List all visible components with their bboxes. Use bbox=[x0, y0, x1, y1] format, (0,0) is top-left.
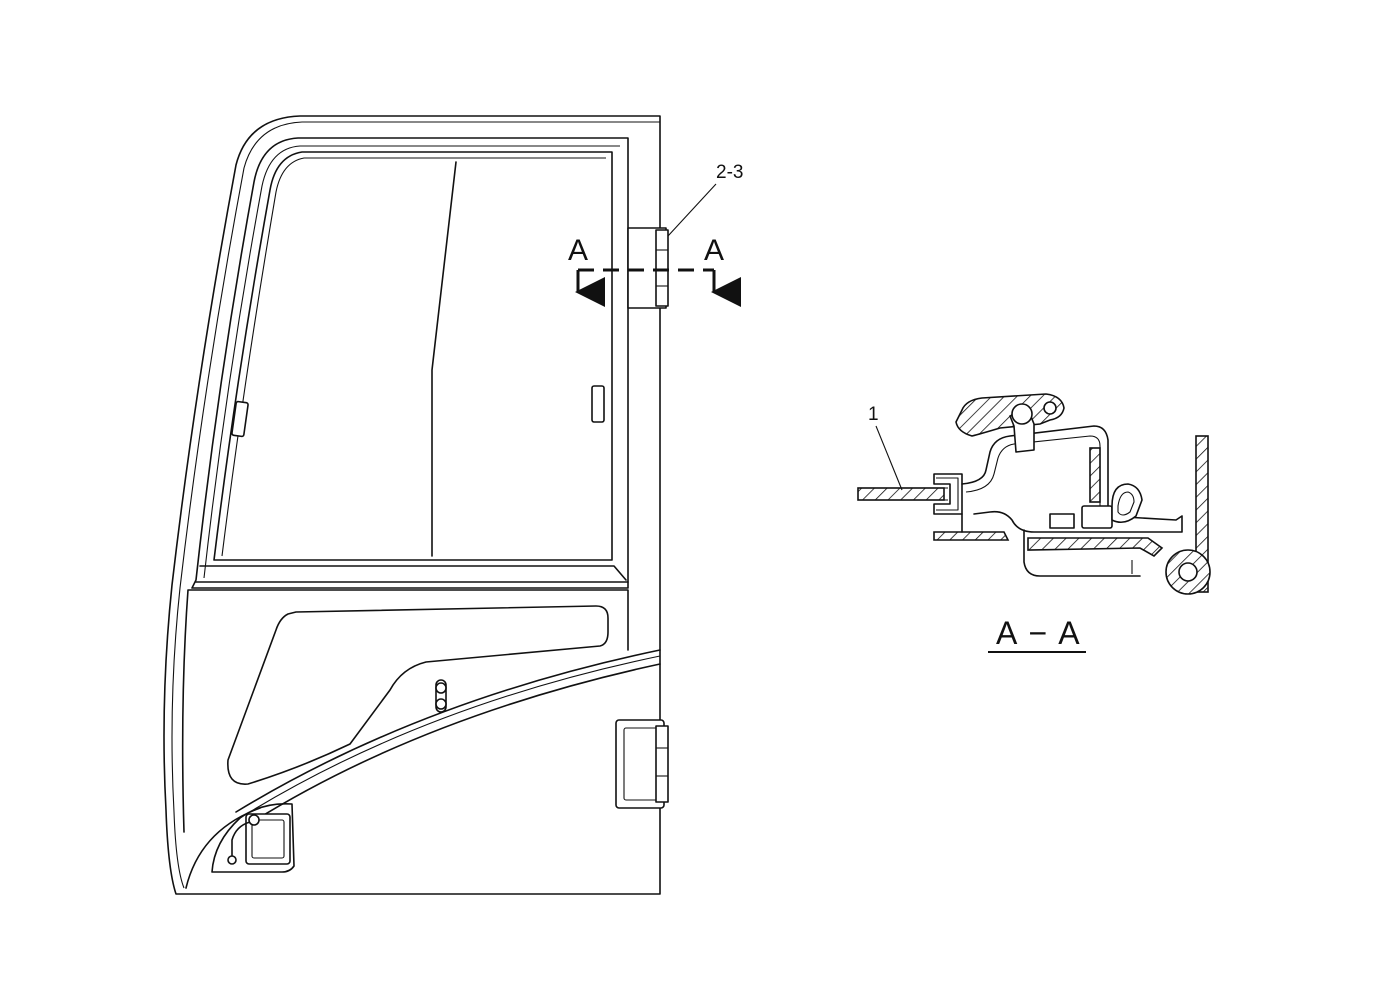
window-glass bbox=[213, 151, 613, 561]
callout-hinge: 2-3 bbox=[667, 162, 743, 237]
callout-glass: 1 bbox=[868, 404, 903, 491]
glass-runner-left bbox=[231, 400, 249, 438]
body-crease-mid bbox=[239, 655, 661, 819]
body-crease-upper bbox=[235, 649, 661, 813]
lower-panel-frame bbox=[181, 589, 629, 833]
window-sill-strip bbox=[195, 565, 629, 583]
body-crease-lower bbox=[245, 663, 661, 827]
callout-hinge-label: 2-3 bbox=[716, 162, 743, 183]
section-inner-tray bbox=[1023, 529, 1141, 577]
section-lower-trim bbox=[933, 531, 1010, 541]
glass-runner-right bbox=[591, 385, 605, 423]
section-latch-cover bbox=[955, 393, 1065, 437]
section-inner-panel bbox=[1027, 537, 1164, 557]
section-frame-outer bbox=[961, 425, 1183, 533]
window-frame-outer bbox=[191, 137, 629, 589]
section-letter-left: A bbox=[568, 234, 588, 267]
section-view-title: A − A bbox=[996, 615, 1082, 651]
section-bracket bbox=[1049, 513, 1075, 529]
window-glass-inner bbox=[221, 157, 606, 557]
section-latch-pivot bbox=[1043, 401, 1057, 415]
window-frame-inner bbox=[203, 145, 620, 579]
section-seal-loop bbox=[1111, 483, 1143, 524]
section-stiffener bbox=[1089, 447, 1101, 503]
upper-hinge bbox=[627, 227, 669, 309]
section-view-a-a: 1 A − A bbox=[857, 393, 1211, 653]
section-glass-pane bbox=[857, 487, 945, 501]
section-frame-inner bbox=[965, 435, 1101, 510]
inner-trim-pocket bbox=[227, 605, 609, 785]
section-letter-right: A bbox=[704, 234, 724, 267]
section-hinge-pin bbox=[1178, 562, 1198, 582]
lower-hinge bbox=[615, 719, 669, 809]
section-glass-channel bbox=[933, 473, 963, 515]
door-outer-panel bbox=[163, 115, 661, 895]
cab-door bbox=[163, 115, 669, 895]
sliding-glass-divider bbox=[431, 161, 457, 557]
door-handle-assembly bbox=[211, 802, 295, 873]
door-lock-knob bbox=[435, 679, 447, 713]
door-outer-inset bbox=[171, 121, 660, 889]
section-cut-marker: A A bbox=[568, 234, 741, 307]
callout-glass-label: 1 bbox=[868, 404, 879, 425]
